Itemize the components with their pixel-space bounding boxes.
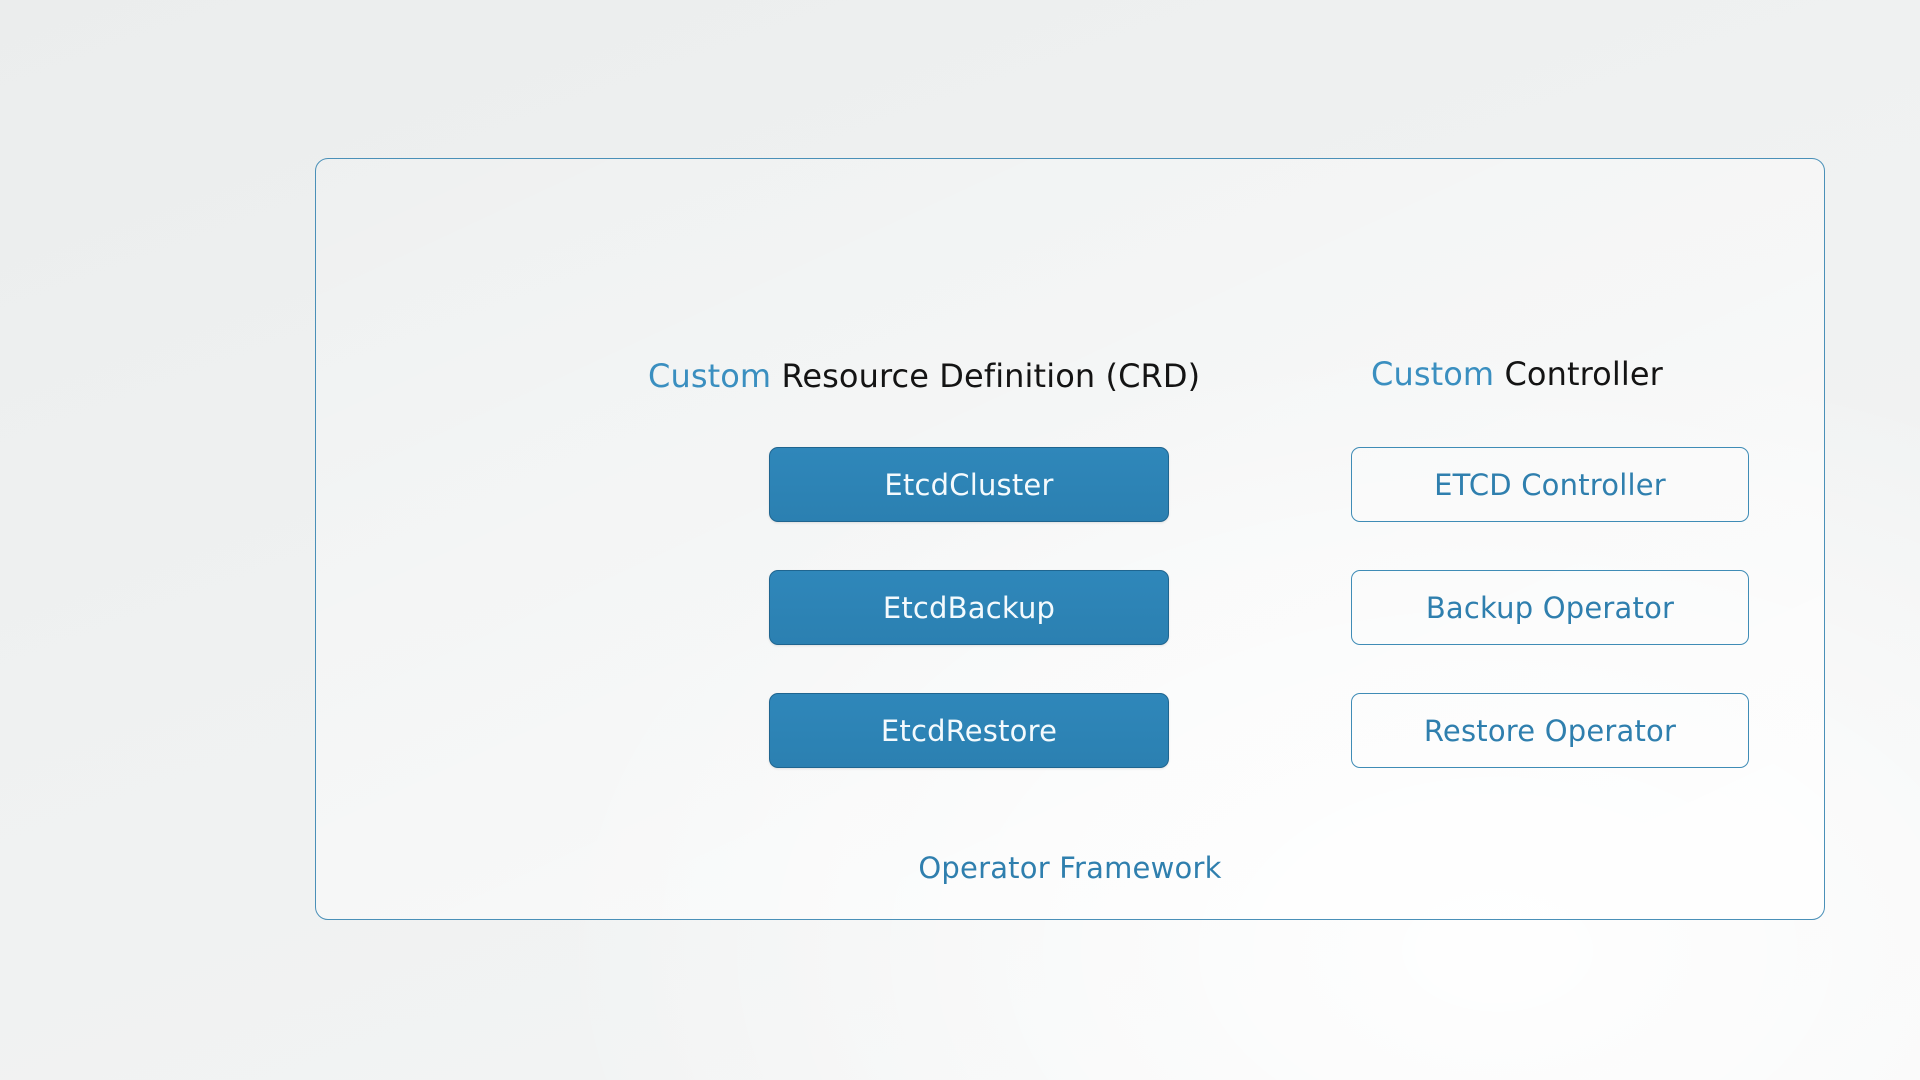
controller-heading-rest: Controller (1494, 355, 1663, 393)
card-etcd-restore-label: EtcdRestore (880, 713, 1058, 748)
operator-framework-container: Custom Resource Definition (CRD) Custom … (315, 158, 1825, 920)
crd-heading-rest: Resource Definition (CRD) (771, 357, 1201, 395)
controller-column-heading: Custom Controller (1371, 355, 1663, 393)
card-etcd-controller-label: ETCD Controller (1434, 467, 1666, 502)
crd-heading-accent: Custom (648, 357, 772, 395)
card-etcd-backup-label: EtcdBackup (882, 590, 1056, 625)
controller-card-column: ETCD Controller Backup Operator Restore … (1351, 447, 1749, 768)
card-backup-operator-label: Backup Operator (1425, 590, 1675, 625)
framework-caption: Operator Framework (918, 851, 1222, 885)
card-etcd-backup[interactable]: EtcdBackup (769, 570, 1169, 645)
card-etcd-restore[interactable]: EtcdRestore (769, 693, 1169, 768)
card-restore-operator[interactable]: Restore Operator (1351, 693, 1749, 768)
card-backup-operator[interactable]: Backup Operator (1351, 570, 1749, 645)
crd-card-column: EtcdCluster EtcdBackup EtcdRestore (769, 447, 1169, 768)
card-etcd-cluster-label: EtcdCluster (884, 467, 1054, 502)
crd-column-heading: Custom Resource Definition (CRD) (648, 357, 1200, 395)
controller-heading-accent: Custom (1371, 355, 1495, 393)
card-etcd-cluster[interactable]: EtcdCluster (769, 447, 1169, 522)
card-etcd-controller[interactable]: ETCD Controller (1351, 447, 1749, 522)
card-restore-operator-label: Restore Operator (1423, 713, 1677, 748)
